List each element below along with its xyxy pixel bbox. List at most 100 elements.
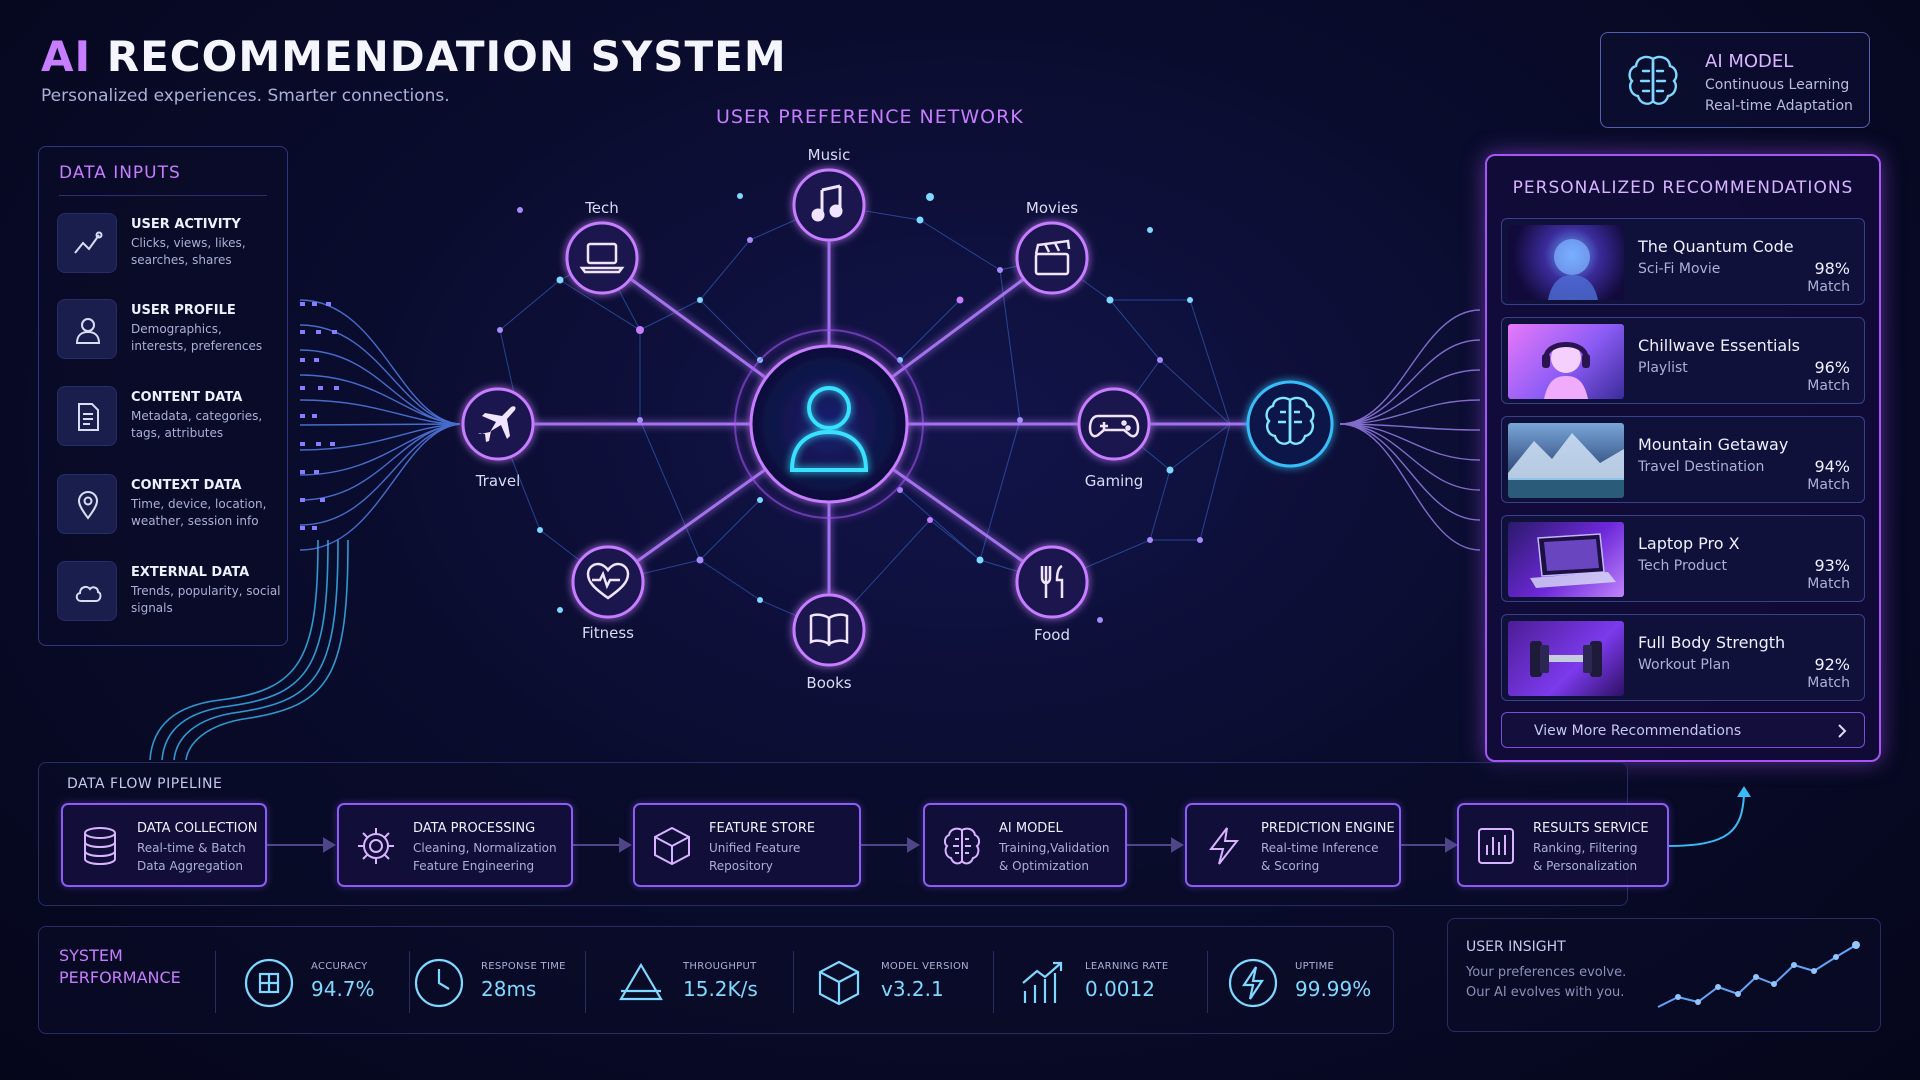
recommendation-subtitle: Travel Destination [1638, 459, 1765, 475]
input-desc: Time, device, location, weather, session… [131, 497, 267, 528]
recommendation-subtitle: Sci-Fi Movie [1638, 261, 1721, 277]
recommendations-panel: PERSONALIZED RECOMMENDATIONS The Quantum… [1485, 154, 1881, 762]
input-context-data[interactable]: CONTEXT DATA Time, device, location, wea… [57, 474, 282, 538]
brain-icon [943, 827, 981, 865]
lightning-icon [1208, 827, 1240, 865]
node-label-movies: Movies [1025, 199, 1079, 217]
input-title: EXTERNAL DATA [131, 565, 250, 580]
stage-data-collection[interactable]: DATA COLLECTION Real-time & Batch Data A… [61, 803, 267, 887]
stage-desc: Feature Engineering [413, 859, 535, 873]
target-icon [244, 958, 294, 1008]
brain-output-node [1246, 380, 1334, 468]
bar-chart-icon [1478, 828, 1514, 864]
data-inputs-panel: DATA INPUTS USER ACTIVITY Clicks, views,… [38, 146, 288, 646]
input-title: USER PROFILE [131, 303, 236, 318]
stage-prediction-engine[interactable]: PREDICTION ENGINE Real-time Inference & … [1185, 803, 1401, 887]
input-title: CONTENT DATA [131, 390, 243, 405]
thumbnail-laptop [1508, 522, 1624, 597]
network-title: USER PREFERENCE NETWORK [716, 106, 1024, 128]
recommendation-title: Chillwave Essentials [1638, 336, 1801, 355]
metric-label: UPTIME [1295, 961, 1335, 972]
node-fitness[interactable] [571, 545, 645, 619]
recommendation-item[interactable]: Chillwave Essentials Playlist 96% Match [1501, 317, 1865, 404]
metric-learning-rate: LEARNING RATE 0.0012 [1017, 953, 1187, 1013]
lightning-icon [1228, 958, 1278, 1008]
stage-title: PREDICTION ENGINE [1261, 821, 1395, 836]
user-insight-panel: USER INSIGHT Your preferences evolve. Ou… [1447, 918, 1881, 1032]
node-label-gaming: Gaming [1084, 472, 1144, 490]
arrow-head-icon [1737, 786, 1751, 797]
node-music[interactable] [792, 168, 866, 242]
thumbnail-sci-fi [1508, 225, 1624, 300]
recommendation-item[interactable]: Full Body Strength Workout Plan 92% Matc… [1501, 614, 1865, 701]
metric-throughput: THROUGHPUT 15.2K/s [615, 953, 775, 1013]
input-user-profile[interactable]: USER PROFILE Demographics, interests, pr… [57, 299, 282, 363]
stage-data-processing[interactable]: DATA PROCESSING Cleaning, Normalization … [337, 803, 573, 887]
recommendation-item[interactable]: Mountain Getaway Travel Destination 94% … [1501, 416, 1865, 503]
match-label: Match [1807, 279, 1850, 295]
stage-title: AI MODEL [999, 821, 1063, 836]
input-icon-box [57, 386, 117, 446]
heart-pulse-icon [586, 562, 630, 600]
stage-results-service[interactable]: RESULTS SERVICE Ranking, Filtering & Per… [1457, 803, 1669, 887]
thumbnail-dumbbell [1508, 621, 1624, 696]
insight-line1: Your preferences evolve. [1466, 965, 1627, 980]
page-title: AI RECOMMENDATION SYSTEM [41, 32, 787, 81]
node-travel[interactable] [461, 387, 535, 461]
clock-icon [414, 958, 464, 1008]
performance-title: SYSTEM PERFORMANCE [59, 946, 181, 987]
view-more-button[interactable]: View More Recommendations [1501, 712, 1865, 748]
match-percent: 96% [1814, 358, 1850, 377]
stage-desc: Unified Feature [709, 841, 801, 855]
input-content-data[interactable]: CONTENT DATA Metadata, categories, tags,… [57, 386, 282, 450]
metric-label: RESPONSE TIME [481, 961, 566, 972]
input-desc: Metadata, categories, tags, attributes [131, 409, 263, 440]
cloud-icon [75, 585, 102, 602]
stage-desc: Training,Validation [999, 841, 1110, 855]
match-percent: 98% [1814, 259, 1850, 278]
gear-icon [358, 828, 394, 864]
stage-desc: & Personalization [1533, 859, 1638, 873]
input-title: CONTEXT DATA [131, 478, 242, 493]
node-label-food: Food [1034, 626, 1070, 644]
recommendation-subtitle: Tech Product [1638, 558, 1727, 574]
input-external-data[interactable]: EXTERNAL DATA Trends, popularity, social… [57, 561, 282, 625]
input-desc: Clicks, views, likes, searches, shares [131, 236, 246, 267]
node-label-music: Music [807, 146, 851, 164]
metric-value: 0.0012 [1085, 977, 1155, 1001]
node-movies[interactable] [1015, 221, 1089, 295]
stage-title: FEATURE STORE [709, 821, 816, 836]
node-food[interactable] [1015, 545, 1089, 619]
user-icon [789, 386, 869, 472]
stage-feature-store[interactable]: FEATURE STORE Unified Feature Repository [633, 803, 861, 887]
system-performance-panel: SYSTEM PERFORMANCE ACCURACY 94.7% RESPON… [38, 926, 1394, 1034]
stage-desc: & Scoring [1261, 859, 1320, 873]
stage-desc: Real-time & Batch [137, 841, 246, 855]
recommendation-item[interactable]: Laptop Pro X Tech Product 93% Match [1501, 515, 1865, 602]
document-icon [78, 403, 99, 431]
match-label: Match [1807, 576, 1850, 592]
metric-value: 94.7% [311, 977, 375, 1001]
metric-model-version: MODEL VERSION v3.2.1 [813, 953, 973, 1013]
ai-model-line2: Real-time Adaptation [1705, 98, 1853, 114]
node-tech[interactable] [565, 221, 639, 295]
node-label-tech: Tech [585, 199, 619, 217]
input-desc: Demographics, interests, preferences [131, 322, 263, 353]
growth-chart-icon [1022, 961, 1063, 1003]
divider [793, 951, 794, 1013]
pipeline-title: DATA FLOW PIPELINE [67, 776, 223, 792]
fork-knife-icon [1040, 564, 1064, 598]
user-center-node [734, 329, 924, 519]
node-gaming[interactable] [1077, 387, 1151, 461]
node-label-books: Books [806, 674, 852, 692]
input-icon-box [57, 213, 117, 273]
recommendation-item[interactable]: The Quantum Code Sci-Fi Movie 98% Match [1501, 218, 1865, 305]
cube-icon [654, 826, 690, 866]
node-books[interactable] [792, 593, 866, 667]
input-user-activity[interactable]: USER ACTIVITY Clicks, views, likes, sear… [57, 213, 282, 277]
stage-desc: & Optimization [999, 859, 1089, 873]
recommendations-title: PERSONALIZED RECOMMENDATIONS [1512, 178, 1854, 198]
stage-ai-model[interactable]: AI MODEL Training,Validation & Optimizat… [923, 803, 1127, 887]
cube-icon [818, 960, 860, 1006]
divider [59, 195, 267, 196]
